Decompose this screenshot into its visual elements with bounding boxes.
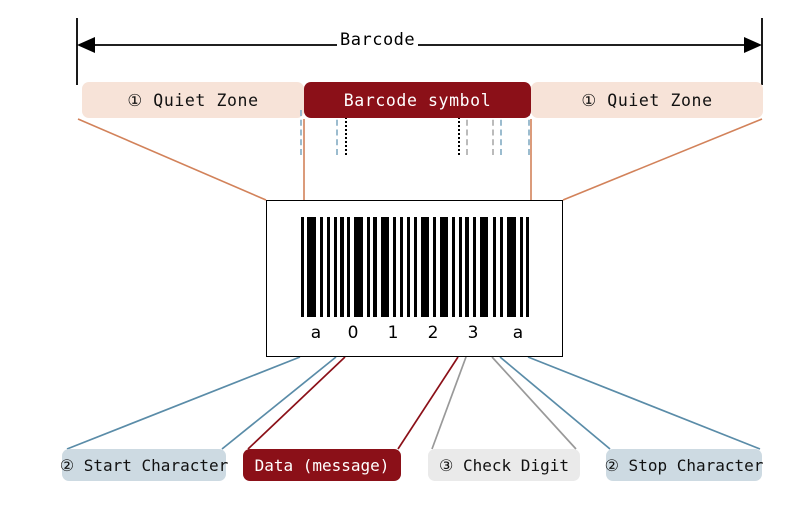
barcode-bar — [334, 217, 337, 317]
barcode-bar — [520, 217, 523, 317]
barcode-bar — [465, 217, 469, 317]
band-quiet-zone-left: ① Quiet Zone — [82, 82, 304, 118]
legend-stop-character-label: ② Stop Character — [604, 455, 764, 475]
barcode-bar — [507, 217, 516, 317]
connector-stop-b — [527, 356, 761, 450]
legend-start-character-label: ② Start Character — [59, 455, 229, 475]
guide-check-end — [492, 110, 494, 155]
guide-stop-end — [528, 110, 530, 155]
barcode-frame: a 0 1 2 3 a — [266, 200, 563, 357]
connector-stop-a — [499, 356, 611, 450]
legend-data-message-label: Data (message) — [254, 455, 390, 475]
barcode-bar — [407, 217, 410, 317]
guide-qz-start — [300, 110, 302, 155]
legend-check-digit: ③ Check Digit — [428, 449, 580, 481]
band-quiet-zone-right-label: ① Quiet Zone — [581, 90, 713, 110]
connector-data-b — [397, 356, 459, 450]
barcode-bar — [459, 217, 462, 317]
barcode-bar — [347, 217, 350, 317]
band-barcode-symbol-label: Barcode symbol — [343, 90, 492, 110]
barcode-bar — [433, 217, 436, 317]
barcode-bar — [440, 217, 448, 317]
barcode-bar — [473, 217, 476, 317]
barcode-bar — [381, 217, 389, 317]
barcode-bar — [493, 217, 496, 317]
legend-data-message: Data (message) — [243, 449, 401, 481]
barcode-bars — [301, 217, 529, 317]
legend-check-digit-label: ③ Check Digit — [439, 455, 569, 475]
connector-check-b — [491, 356, 577, 450]
barcode-human-readable-text: a 0 1 2 3 a — [267, 321, 562, 349]
guide-data-begin — [345, 110, 347, 155]
barcode-bar — [340, 217, 344, 317]
legend-start-character: ② Start Character — [59, 449, 229, 481]
barcode-bar — [526, 217, 529, 317]
connector-qz-right — [562, 118, 763, 201]
guide-data-end — [458, 110, 460, 155]
barcode-bar — [500, 217, 503, 317]
barcode-bar — [400, 217, 403, 317]
barcode-char: 1 — [387, 323, 399, 343]
arrow-head-right — [744, 37, 762, 53]
connector-qz-left — [77, 118, 267, 201]
connector-start-b — [221, 356, 337, 450]
barcode-bar — [393, 217, 396, 317]
legend-stop-character: ② Stop Character — [604, 449, 764, 481]
barcode-bar — [367, 217, 370, 317]
barcode-bar — [320, 217, 323, 317]
band-quiet-zone-left-label: ① Quiet Zone — [127, 90, 259, 110]
scale-label: Barcode — [337, 30, 419, 50]
barcode-bar — [421, 217, 429, 317]
barcode-bar — [452, 217, 455, 317]
guide-start-end — [336, 110, 338, 155]
guide-stop-begin — [500, 110, 502, 155]
connector-start-a — [66, 356, 301, 450]
barcode-char: a — [310, 323, 322, 343]
band-quiet-zone-right: ① Quiet Zone — [531, 82, 763, 118]
barcode-bar — [307, 217, 316, 317]
barcode-char: 3 — [467, 323, 479, 343]
barcode-bar — [327, 217, 330, 317]
connector-data-a — [247, 356, 346, 450]
barcode-char: 0 — [347, 323, 359, 343]
guide-check-begin — [466, 110, 468, 155]
barcode-bar — [373, 217, 377, 317]
barcode-char: a — [512, 323, 524, 343]
barcode-bar — [354, 217, 363, 317]
barcode-bar — [480, 217, 488, 317]
barcode-char: 2 — [427, 323, 439, 343]
barcode-bar — [301, 217, 304, 317]
band-barcode-symbol: Barcode symbol — [304, 82, 531, 118]
arrow-head-left — [77, 37, 95, 53]
connector-check-a — [431, 356, 467, 450]
barcode-bar — [414, 217, 417, 317]
